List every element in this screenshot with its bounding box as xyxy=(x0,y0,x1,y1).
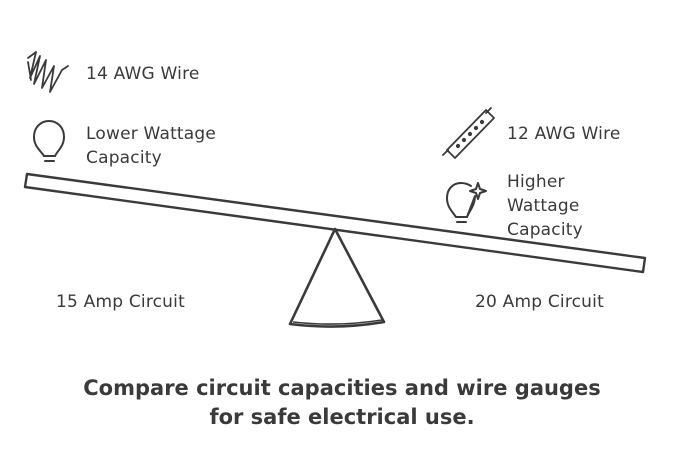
left-capacity-line1: Lower Wattage xyxy=(86,124,217,144)
left-capacity-line2: Capacity xyxy=(86,148,162,168)
fulcrum-triangle xyxy=(288,227,386,328)
right-capacity-line3: Capacity xyxy=(507,220,583,240)
footer-title-line1: Compare circuit capacities and wire gaug… xyxy=(83,376,601,400)
right-wire-label: 12 AWG Wire xyxy=(507,124,621,144)
footer-title-line2: for safe electrical use. xyxy=(209,405,475,429)
right-capacity-line1: Higher xyxy=(507,172,565,192)
light-bulb-icon xyxy=(33,120,65,162)
coiled-wire-icon xyxy=(27,51,69,93)
right-capacity-line2: Wattage xyxy=(507,196,580,216)
bright-bulb-icon xyxy=(446,182,487,223)
right-circuit-label: 20 Amp Circuit xyxy=(475,292,604,312)
left-wire-label: 14 AWG Wire xyxy=(86,64,200,84)
straight-wire-icon xyxy=(442,107,495,159)
left-circuit-label: 15 Amp Circuit xyxy=(56,292,185,312)
seesaw-plank xyxy=(23,172,647,274)
